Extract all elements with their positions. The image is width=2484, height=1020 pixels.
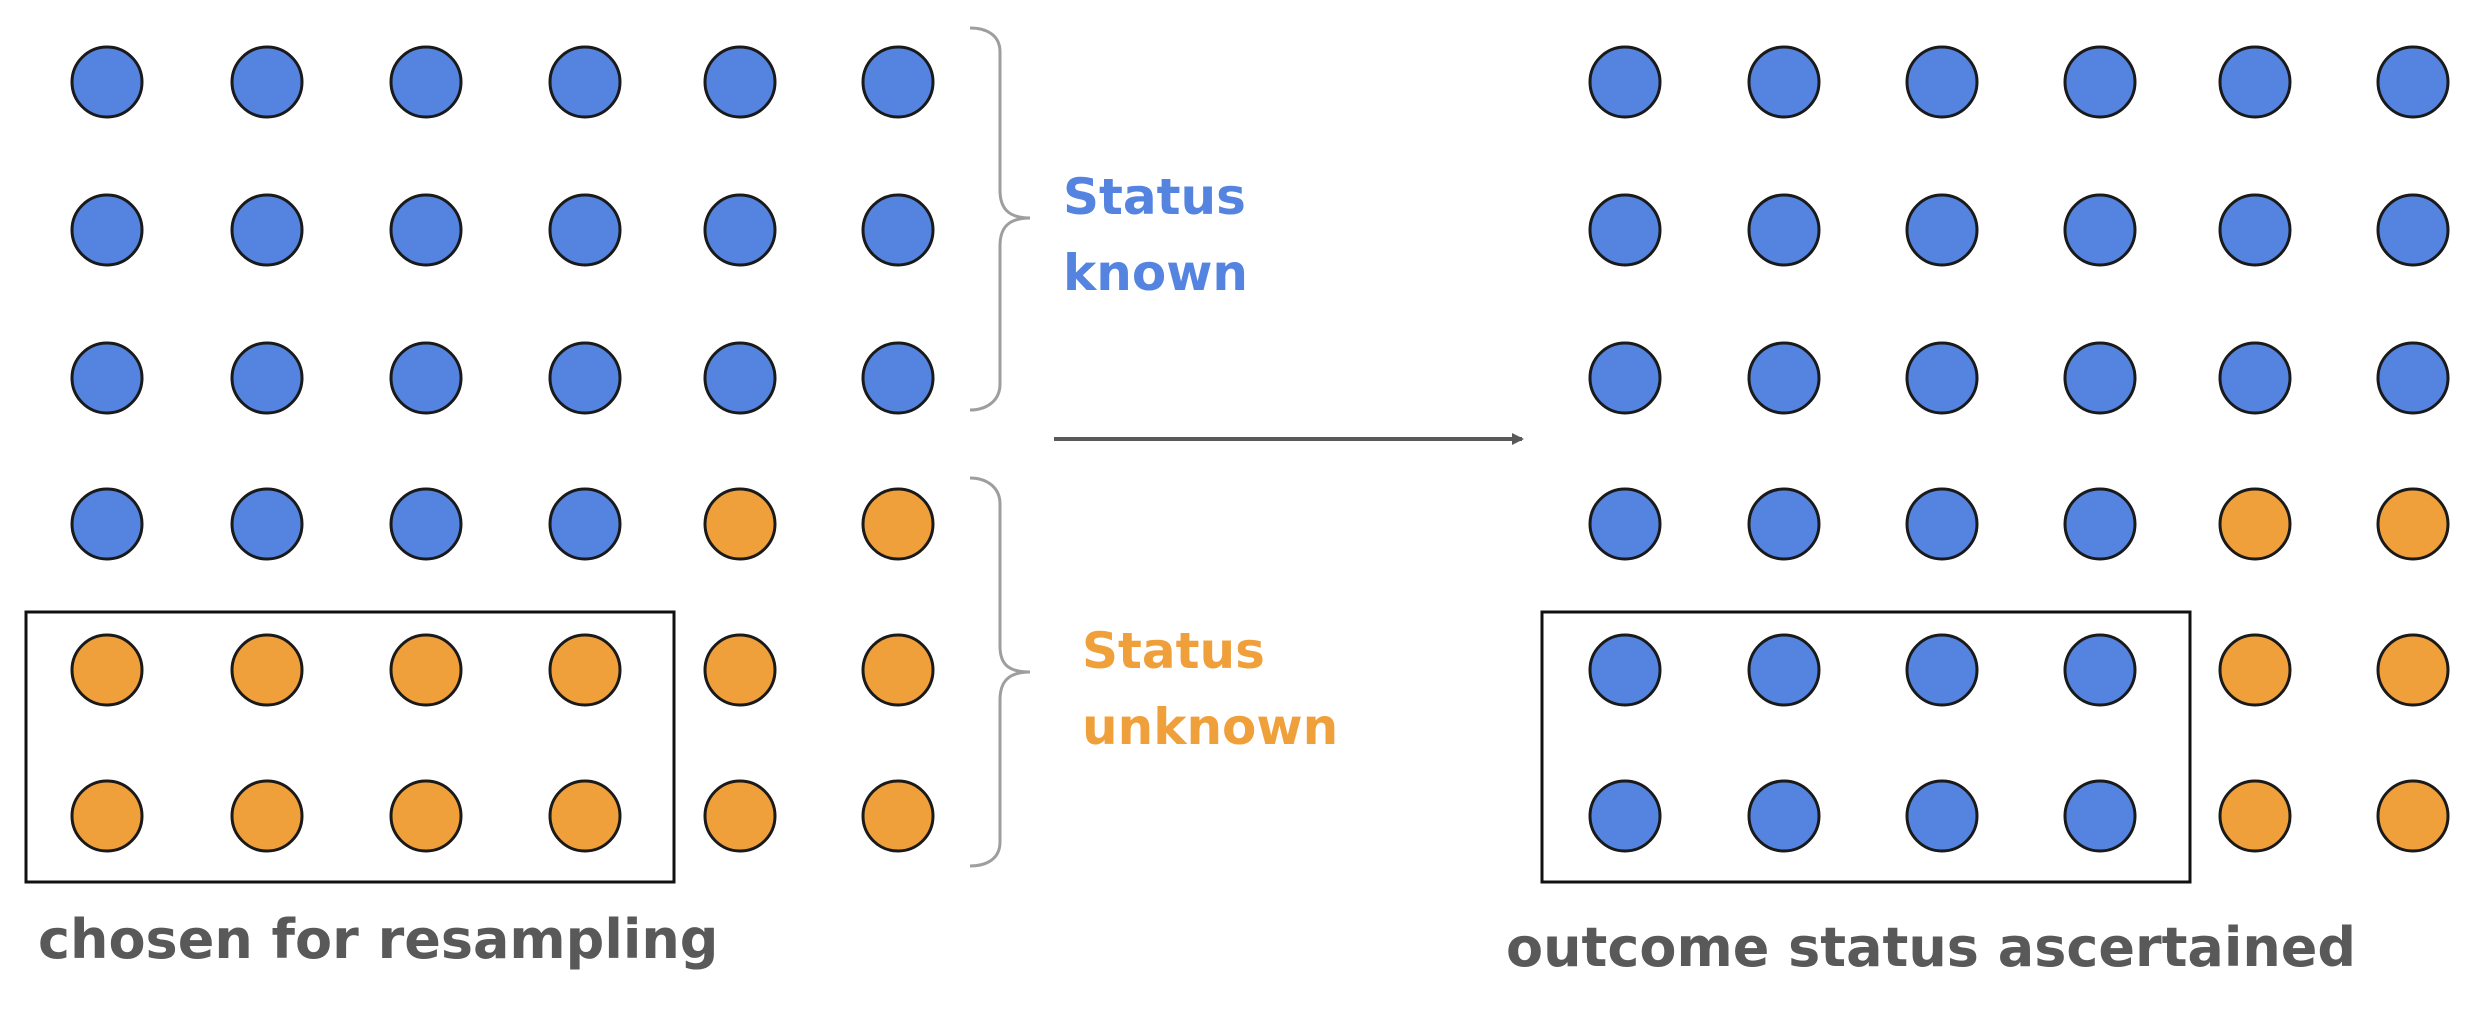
status-unknown-label-line1: Status (1082, 622, 1265, 680)
left-dot-known (70, 487, 144, 561)
left-dot-unknown (703, 779, 777, 853)
right-dot-known (1747, 341, 1821, 415)
left-dot-known (230, 193, 304, 267)
status-unknown-bracket (969, 476, 1031, 868)
right-dot-known (2218, 341, 2292, 415)
right-dot-known (1747, 193, 1821, 267)
left-dot-known (70, 45, 144, 119)
right-dot-known (1588, 341, 1662, 415)
left-dot-unknown (70, 633, 144, 707)
right-dot-known (1747, 779, 1821, 853)
right-dot-known (2063, 633, 2137, 707)
left-dot-known (230, 341, 304, 415)
left-dot-known (230, 487, 304, 561)
left-dot-known (70, 341, 144, 415)
right-dot-known (1747, 633, 1821, 707)
right-dot-known (2376, 45, 2450, 119)
left-dot-known (548, 45, 622, 119)
left-dot-known (389, 487, 463, 561)
status-unknown-label-line2: unknown (1082, 698, 1338, 756)
left-dot-known (703, 45, 777, 119)
left-dot-unknown (70, 779, 144, 853)
right-dot-known (2063, 341, 2137, 415)
right-dot-known (1905, 45, 1979, 119)
left-dot-unknown (861, 779, 935, 853)
left-dot-known (703, 193, 777, 267)
right-dot-known (1588, 45, 1662, 119)
right-dot-known (1905, 633, 1979, 707)
right-dot-known (1588, 487, 1662, 561)
left-dot-known (861, 341, 935, 415)
left-dot-unknown (389, 633, 463, 707)
right-dot-known (1905, 341, 1979, 415)
right-dot-unknown (2376, 633, 2450, 707)
left-dot-unknown (703, 487, 777, 561)
status-known-bracket (969, 26, 1031, 412)
left-dot-known (389, 45, 463, 119)
left-dot-unknown (230, 633, 304, 707)
right-dot-known (2063, 45, 2137, 119)
left-dot-known (548, 193, 622, 267)
left-dot-grid (70, 45, 935, 853)
left-dot-unknown (389, 779, 463, 853)
right-dot-known (1747, 487, 1821, 561)
left-dot-known (861, 193, 935, 267)
left-dot-known (230, 45, 304, 119)
right-dot-known (1905, 487, 1979, 561)
right-caption: outcome status ascertained (1506, 916, 2356, 979)
left-dot-known (389, 193, 463, 267)
right-dot-known (2376, 193, 2450, 267)
right-dot-grid (1588, 45, 2450, 853)
right-dot-unknown (2218, 487, 2292, 561)
left-dot-unknown (861, 487, 935, 561)
right-dot-unknown (2376, 779, 2450, 853)
left-selection-box (24, 610, 676, 884)
right-dot-known (1747, 45, 1821, 119)
left-dot-known (70, 193, 144, 267)
left-dot-unknown (548, 633, 622, 707)
right-dot-known (2218, 193, 2292, 267)
right-dot-known (2063, 487, 2137, 561)
left-dot-known (389, 341, 463, 415)
left-dot-unknown (703, 633, 777, 707)
left-dot-known (703, 341, 777, 415)
right-dot-known (1588, 193, 1662, 267)
right-selection-box (1540, 610, 2192, 884)
right-dot-known (1905, 779, 1979, 853)
right-dot-known (2063, 193, 2137, 267)
left-dot-unknown (230, 779, 304, 853)
right-dot-known (2063, 779, 2137, 853)
left-dot-known (548, 341, 622, 415)
right-dot-known (1905, 193, 1979, 267)
right-dot-unknown (2218, 633, 2292, 707)
right-dot-known (2376, 341, 2450, 415)
left-caption: chosen for resampling (38, 908, 718, 971)
right-dot-known (2218, 45, 2292, 119)
right-dot-known (1588, 633, 1662, 707)
left-dot-unknown (548, 779, 622, 853)
status-known-label-line2: known (1063, 244, 1248, 302)
left-dot-unknown (861, 633, 935, 707)
right-dot-unknown (2376, 487, 2450, 561)
right-dot-known (1588, 779, 1662, 853)
left-dot-known (548, 487, 622, 561)
right-dot-unknown (2218, 779, 2292, 853)
left-dot-known (861, 45, 935, 119)
status-known-label-line1: Status (1063, 168, 1246, 226)
